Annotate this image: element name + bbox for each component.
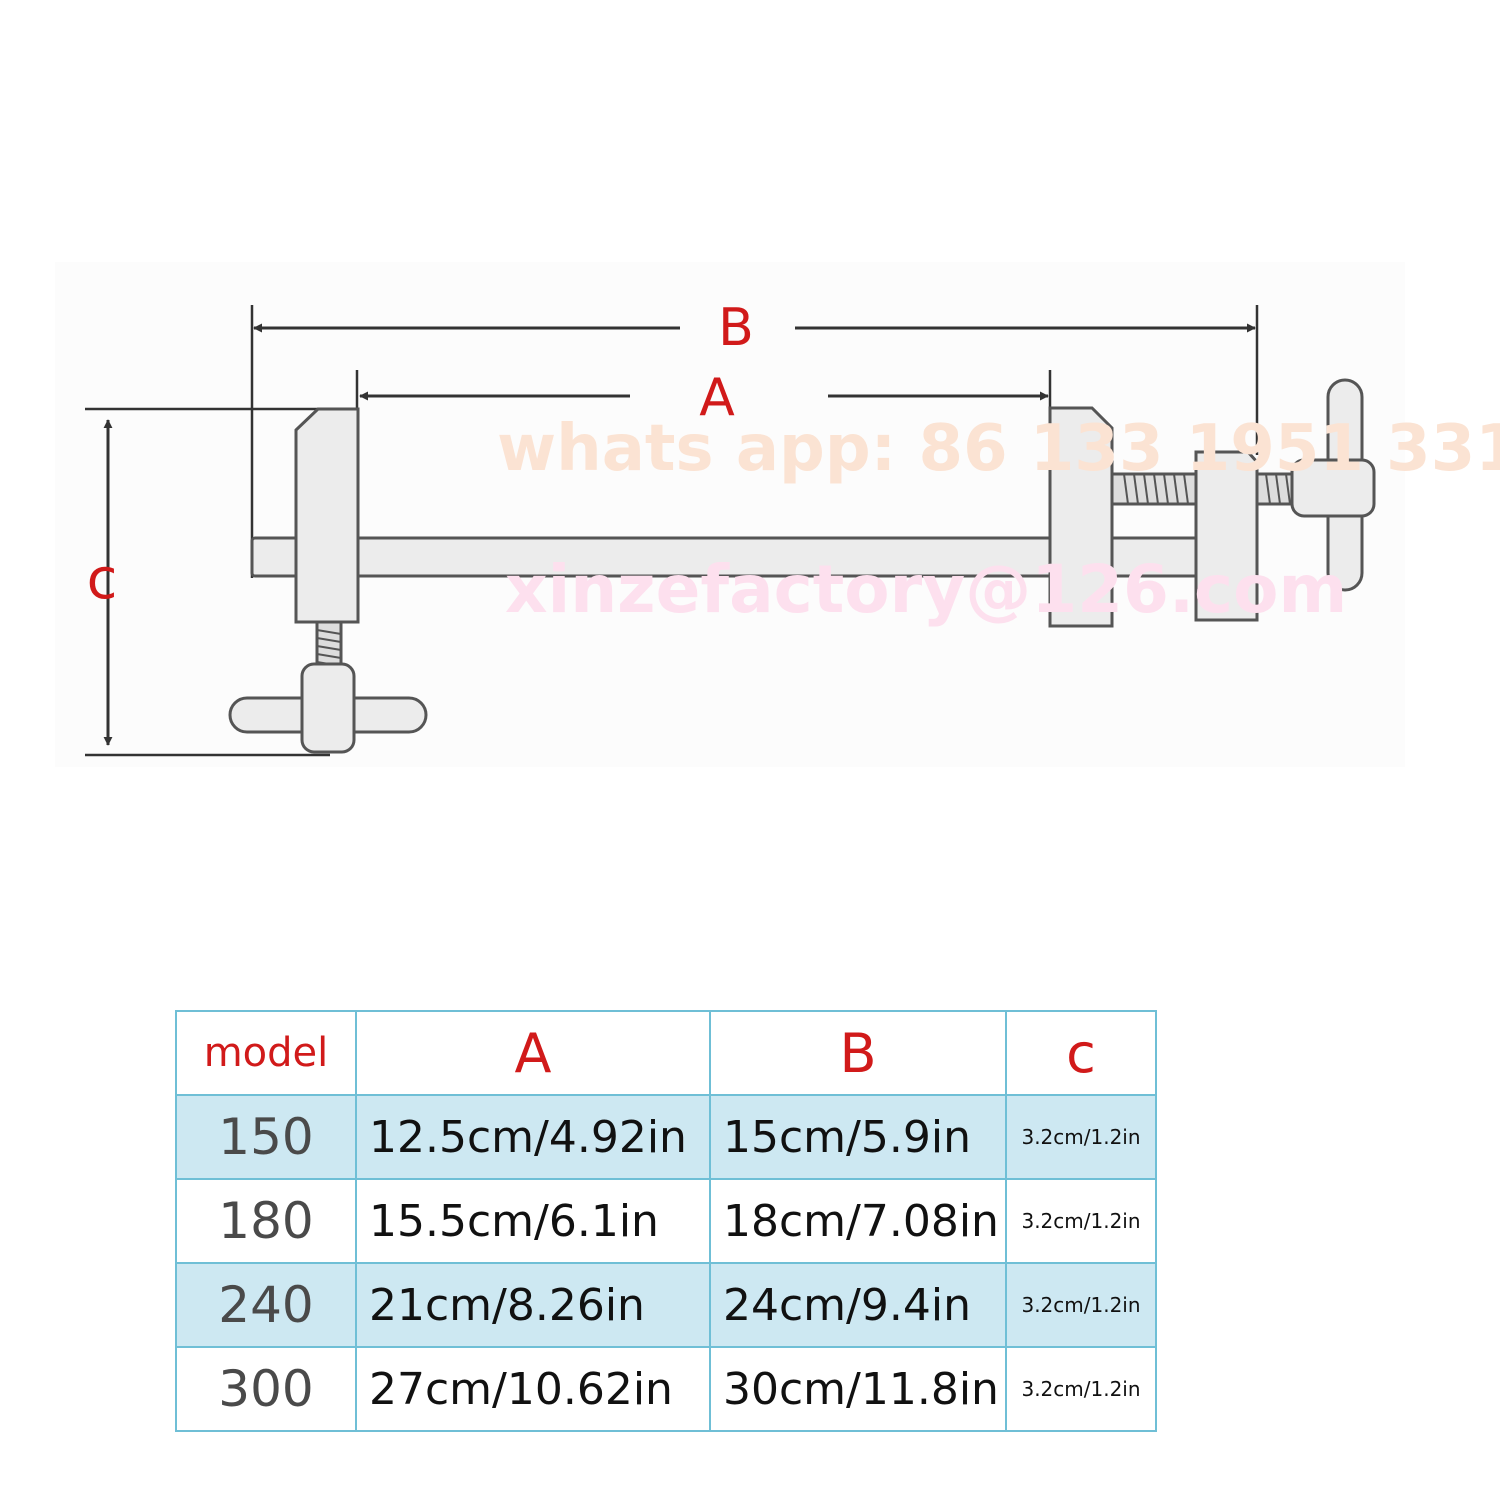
end-block (1194, 450, 1259, 622)
bottom-handle-hub (300, 662, 356, 754)
dimension-a: A (359, 368, 1049, 428)
cell-b: 30cm/11.8in (709, 1346, 1007, 1432)
extension-lines (85, 305, 1259, 757)
dimension-c-label: c (87, 547, 118, 612)
bottom-screw (315, 620, 343, 670)
cell-a: 27cm/10.62in (355, 1346, 711, 1432)
dimension-b: B (253, 298, 1256, 358)
sliding-jaw (1048, 406, 1114, 628)
clamp-dimension-diagram: B A c (55, 262, 1500, 767)
clamp-drawing (228, 378, 1376, 754)
cell-model: 240 (175, 1262, 357, 1348)
table-row: 240 21cm/8.26in 24cm/9.4in 3.2cm/1.2in (175, 1262, 1157, 1348)
cell-c: 3.2cm/1.2in (1005, 1262, 1157, 1348)
cell-c: 3.2cm/1.2in (1005, 1346, 1157, 1432)
table-row: 150 12.5cm/4.92in 15cm/5.9in 3.2cm/1.2in (175, 1094, 1157, 1180)
cell-a: 15.5cm/6.1in (355, 1178, 711, 1264)
cell-c: 3.2cm/1.2in (1005, 1094, 1157, 1180)
watermark-email: xinzefactory@126.com (505, 551, 1347, 628)
cell-b: 15cm/5.9in (709, 1094, 1007, 1180)
dimension-c: c (87, 419, 118, 746)
right-handle-hub (1290, 458, 1376, 518)
dimension-a-label: A (699, 368, 735, 428)
cell-b: 18cm/7.08in (709, 1178, 1007, 1264)
cell-a: 12.5cm/4.92in (355, 1094, 711, 1180)
header-c: c (1005, 1010, 1157, 1096)
cell-a: 21cm/8.26in (355, 1262, 711, 1348)
table-row: 180 15.5cm/6.1in 18cm/7.08in 3.2cm/1.2in (175, 1178, 1157, 1264)
fixed-jaw (294, 407, 360, 624)
right-screw-threads (1123, 473, 1189, 505)
header-model: model (175, 1010, 357, 1096)
table-header-row: model A B c (175, 1010, 1157, 1096)
watermark-whatsapp: whats app: 86 133 1951 3312 (497, 412, 1500, 486)
cell-c: 3.2cm/1.2in (1005, 1178, 1157, 1264)
header-a: A (355, 1010, 711, 1096)
cell-model: 150 (175, 1094, 357, 1180)
dimension-b-label: B (718, 298, 754, 358)
cell-model: 180 (175, 1178, 357, 1264)
cell-b: 24cm/9.4in (709, 1262, 1007, 1348)
cell-model: 300 (175, 1346, 357, 1432)
diagram-backdrop (55, 262, 1405, 767)
header-b: B (709, 1010, 1007, 1096)
spec-table: model A B c 150 12.5cm/4.92in 15cm/5.9in… (175, 1010, 1157, 1432)
right-short-screw-threads (1265, 473, 1291, 505)
table-row: 300 27cm/10.62in 30cm/11.8in 3.2cm/1.2in (175, 1346, 1157, 1432)
